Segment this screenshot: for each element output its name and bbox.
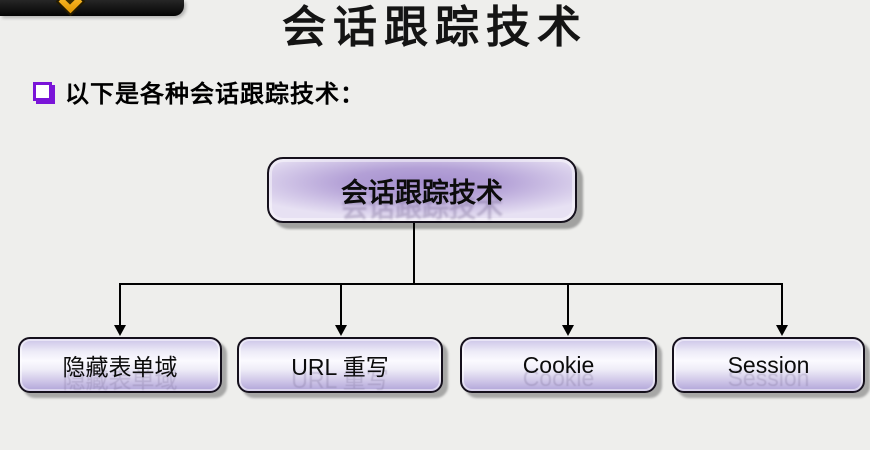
arrow-down-icon bbox=[562, 325, 574, 336]
diagram-root-node: 会话跟踪技术 bbox=[267, 157, 577, 223]
slide-title: 会话跟踪技术 bbox=[282, 3, 588, 52]
top-banner bbox=[0, 0, 184, 16]
arrow-down-icon bbox=[335, 325, 347, 336]
arrow-down-icon bbox=[114, 325, 126, 336]
diagram-node-session: Session bbox=[672, 337, 865, 393]
diagram-node-hidden-form-field: 隐藏表单域 bbox=[18, 337, 222, 393]
diagram-root-label: 会话跟踪技术 bbox=[341, 177, 503, 208]
diagram-node-label: URL 重写 bbox=[291, 354, 389, 380]
connector-drop-3 bbox=[567, 283, 569, 326]
bullet-text: 以下是各种会话跟踪技术： bbox=[65, 81, 365, 108]
connector-drop-2 bbox=[340, 283, 342, 326]
diagram-node-label: 隐藏表单域 bbox=[62, 355, 178, 380]
diagram-node-label: Cookie bbox=[522, 351, 595, 378]
connector-drop-1 bbox=[119, 283, 121, 326]
diagram-node-label: Session bbox=[727, 351, 810, 378]
arrow-down-icon bbox=[776, 325, 788, 336]
square-bullet-icon bbox=[33, 82, 52, 101]
connector-stem bbox=[413, 223, 415, 284]
connector-drop-4 bbox=[781, 283, 783, 326]
diagram-node-url-rewriting: URL 重写 bbox=[237, 337, 443, 393]
connector-horizontal bbox=[119, 283, 783, 285]
diagram-node-cookie: Cookie bbox=[460, 337, 657, 393]
bullet-row: 以下是各种会话跟踪技术： bbox=[33, 74, 365, 109]
